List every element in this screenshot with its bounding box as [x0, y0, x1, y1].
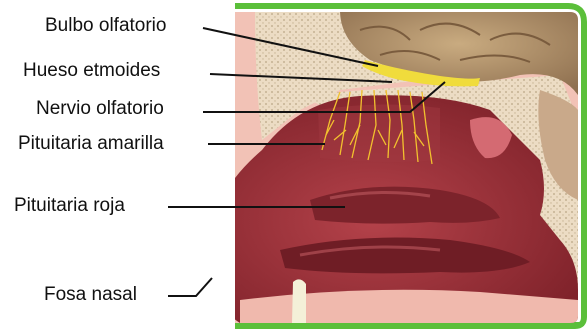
label-hueso-etmoides: Hueso etmoides: [23, 60, 160, 82]
label-pituitaria-amarilla: Pituitaria amarilla: [18, 133, 164, 155]
olfactory-mucosa: [318, 104, 440, 162]
label-bulbo-olfatorio: Bulbo olfatorio: [45, 15, 166, 37]
label-nervio-olfatorio: Nervio olfatorio: [36, 98, 164, 120]
pointer-fosa: [168, 278, 212, 296]
label-pituitaria-roja: Pituitaria roja: [14, 195, 125, 217]
label-fosa-nasal: Fosa nasal: [44, 284, 137, 306]
tooth: [292, 279, 306, 323]
